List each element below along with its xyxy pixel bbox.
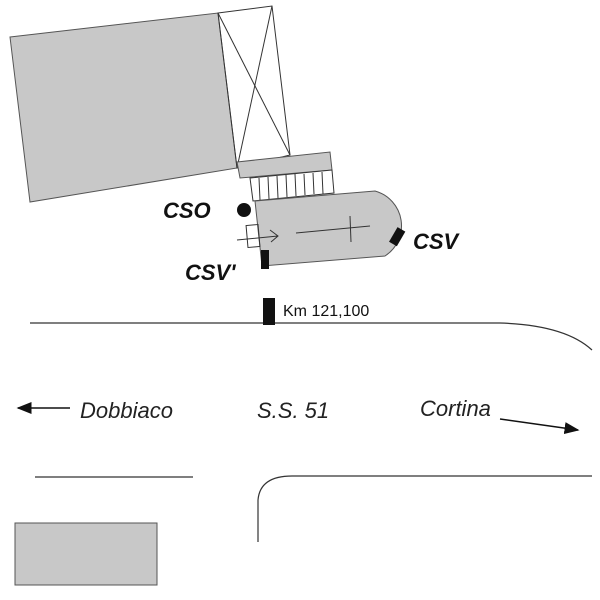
km-marker: [263, 298, 275, 325]
arrow-right-icon: [499, 418, 580, 435]
direction-dobbiaco: Dobbiaco: [80, 398, 173, 423]
km-label: Km 121,100: [283, 303, 369, 320]
csv-prime-marker: [261, 250, 269, 269]
road-edge-top: [30, 322, 593, 351]
csv-marker: [389, 227, 406, 247]
cso-point: [237, 203, 251, 217]
vehicle-axis: [236, 215, 371, 249]
vehicle: [254, 190, 402, 267]
csv-prime-label: CSV': [185, 260, 236, 285]
building: [9, 12, 238, 203]
csv-label: CSV: [413, 229, 461, 254]
crossed-area: [217, 5, 291, 169]
road-edge-bottom-right: [257, 475, 592, 542]
cso-label: CSO: [163, 198, 211, 223]
direction-cortina: Cortina: [420, 396, 491, 421]
building-bottom: [14, 522, 158, 586]
road-name: S.S. 51: [257, 398, 329, 423]
hatched-ramp: [249, 169, 335, 202]
